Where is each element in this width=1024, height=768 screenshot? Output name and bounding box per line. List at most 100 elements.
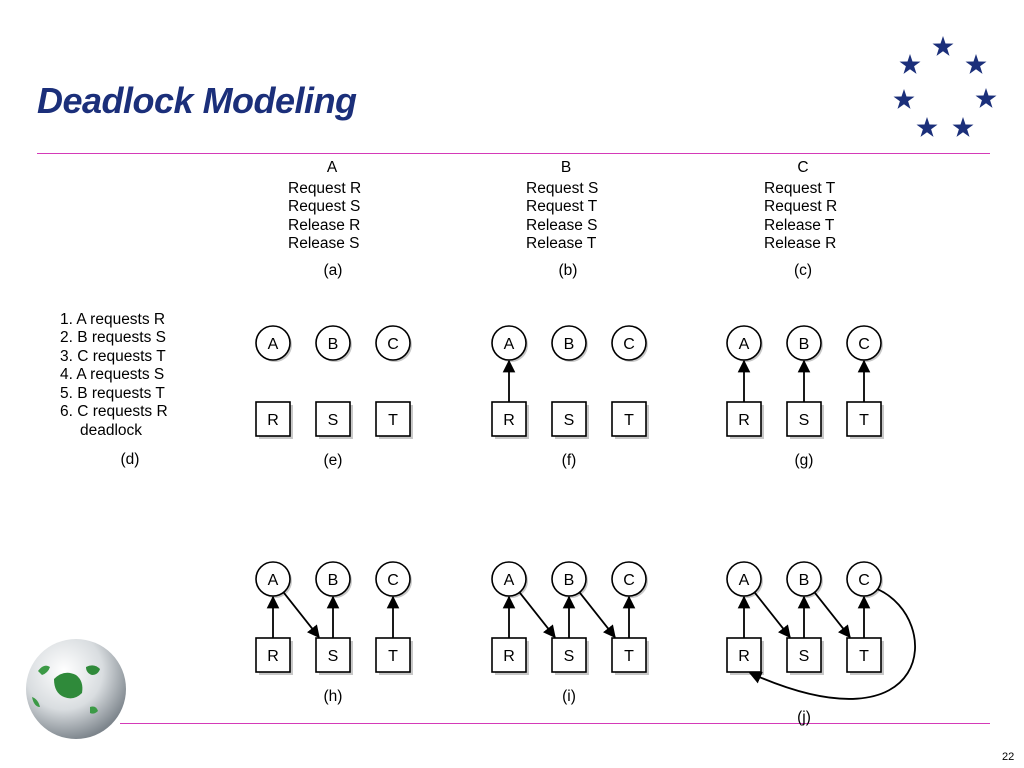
process-name: A [327,159,338,176]
process-node [551,325,587,361]
process-node-label: B [564,572,575,589]
process-node-label: C [858,336,870,353]
resource-node [315,637,351,673]
top-divider [37,153,990,154]
page-number: 22 [1002,751,1015,763]
caption: (i) [562,688,576,705]
process-node-label: C [623,336,635,353]
process-node-label: B [799,336,810,353]
process-step: Release T [764,217,835,234]
process-node-label: A [504,572,515,589]
process-step: Release R [288,217,360,234]
resource-node-label: R [503,412,515,429]
process-node-label: C [623,572,635,589]
globe-icon [26,639,126,739]
process-step: Request S [526,180,598,197]
process-step: Release R [764,235,836,252]
resource-node-label: R [738,648,750,665]
sequence-step: 2. B requests S [60,329,166,346]
process-node-label: C [858,572,870,589]
resource-node [846,637,882,673]
edge-A-S [753,591,791,639]
process-node [375,325,411,361]
caption: (d) [121,451,140,468]
process-node-label: C [387,336,399,353]
process-node-label: C [387,572,399,589]
process-step: Request T [764,180,836,197]
process-table-c: C Request T Request R Release T Release … [764,159,837,279]
sequence-result: deadlock [80,422,142,439]
graph-f: A B C R S T (f) [491,325,649,469]
resource-node [375,401,411,437]
resource-node-label: R [738,412,750,429]
star-icon [975,88,997,108]
caption: (a) [324,262,343,279]
star-icon [965,54,987,74]
edge-B-T [578,591,616,639]
resource-node [491,637,527,673]
process-node-label: B [564,336,575,353]
process-name: B [561,159,571,176]
caption: (g) [795,452,814,469]
caption: (f) [562,452,577,469]
resource-node [786,637,822,673]
page-title: Deadlock Modeling [37,80,357,121]
resource-node-label: T [624,412,634,429]
sequence-step: 4. A requests S [60,366,164,383]
process-node [255,325,291,361]
process-step: Release S [526,217,598,234]
resource-node-label: T [388,648,398,665]
resource-node-label: R [267,648,279,665]
request-sequence: 1. A requests R 2. B requests S 3. C req… [60,311,168,468]
resource-node [315,401,351,437]
process-table-a: A Request R Request S Release R Release … [288,159,361,279]
process-node-label: B [328,572,339,589]
resource-node-label: S [328,412,339,429]
resource-node-label: S [799,412,810,429]
process-step: Release T [526,235,597,252]
process-step: Request S [288,198,360,215]
edge-A-S [282,591,320,639]
resource-node-label: S [564,648,575,665]
star-icon [899,54,921,74]
bottom-divider [120,723,990,724]
resource-node [551,637,587,673]
process-node-label: A [504,336,515,353]
edge-C-R [748,588,916,700]
resource-node-label: S [564,412,575,429]
process-node-label: A [268,572,279,589]
star-ring-icon [893,36,997,137]
star-icon [893,89,915,109]
process-node [611,325,647,361]
resource-node [491,401,527,437]
edge-A-S [518,591,556,639]
resource-node-label: S [799,648,810,665]
process-step: Request R [288,180,361,197]
caption: (b) [559,262,578,279]
sequence-step: 5. B requests T [60,385,165,402]
edge-B-T [813,591,851,639]
caption: (c) [794,262,812,279]
process-node-label: B [799,572,810,589]
process-node [315,325,351,361]
resource-node-label: R [267,412,279,429]
process-step: Request T [526,198,598,215]
resource-node-label: T [859,648,869,665]
process-node-label: A [739,336,750,353]
resource-node-label: T [388,412,398,429]
process-node-label: B [328,336,339,353]
process-node-label: A [268,336,279,353]
resource-node [551,401,587,437]
resource-node-label: R [503,648,515,665]
process-name: C [797,159,808,176]
process-node-label: A [739,572,750,589]
process-table-b: B Request S Request T Release S Release … [526,159,598,279]
sequence-step: 3. C requests T [60,348,166,365]
process-step: Request R [764,198,837,215]
